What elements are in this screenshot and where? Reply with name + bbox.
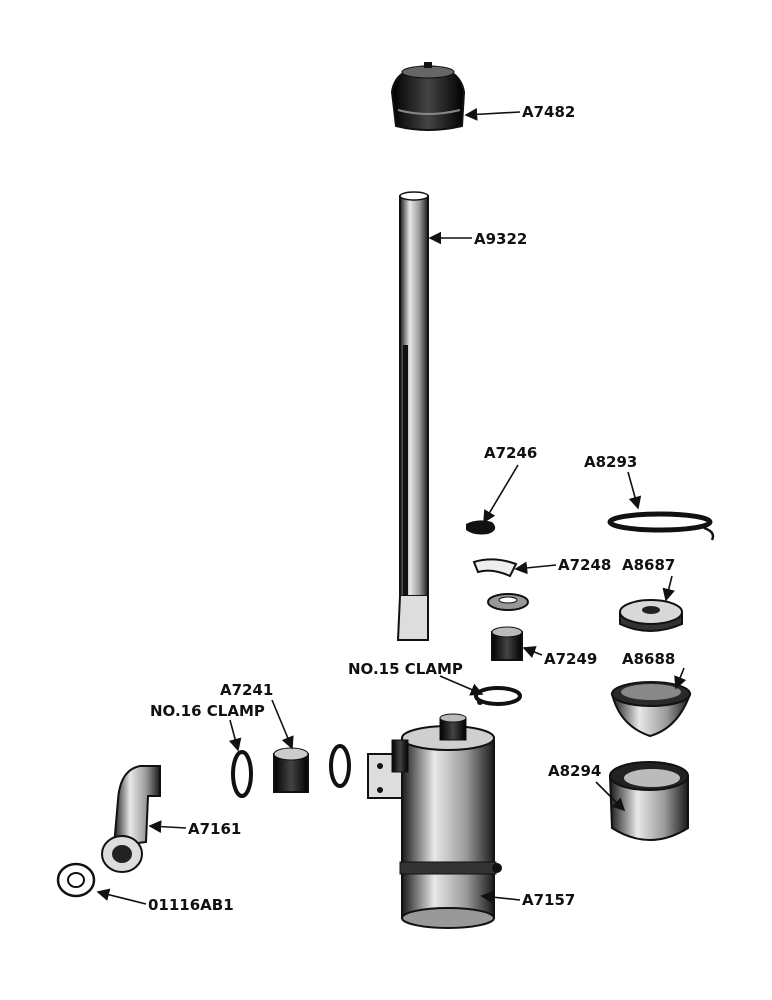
- label-clip-top: A7246: [484, 444, 537, 462]
- leader-line: [464, 107, 521, 121]
- leader-line: [439, 675, 484, 696]
- label-gasket: 01116AB1: [148, 896, 234, 914]
- leader-line: [271, 699, 294, 750]
- label-cleaner: A7157: [522, 891, 575, 909]
- bushing-part: [491, 626, 523, 661]
- sleeve-part: [273, 747, 309, 793]
- leader-line: [228, 719, 242, 752]
- label-bushing: A7249: [544, 650, 597, 668]
- label-bowl: A8688: [622, 650, 675, 668]
- label-clip-mid: A7248: [558, 556, 611, 574]
- cap-part: [390, 62, 466, 131]
- leader-line: [595, 781, 626, 812]
- label-elbow: A7161: [188, 820, 241, 838]
- elbow-part: [101, 765, 161, 873]
- clip-mid-part: [472, 558, 518, 578]
- label-cup: A8294: [548, 762, 601, 780]
- label-clamp16: NO.16 CLAMP: [150, 702, 265, 720]
- sleeve-clamp-part: [329, 744, 351, 788]
- bowl-part: [610, 681, 692, 738]
- cup-part: [608, 761, 689, 841]
- disc-part: [619, 599, 683, 632]
- leader-line: [627, 471, 642, 510]
- clamp15-part: [474, 686, 522, 706]
- collar-part: [487, 593, 529, 611]
- label-pipe: A9322: [474, 230, 527, 248]
- label-cap: A7482: [522, 103, 575, 121]
- gasket-part: [56, 862, 96, 898]
- leader-line: [522, 646, 543, 659]
- label-disc: A8687: [622, 556, 675, 574]
- leader-line: [96, 888, 147, 905]
- leader-line: [483, 464, 519, 524]
- gasket-ring-part: [607, 511, 715, 541]
- cleaner-part: [367, 713, 502, 929]
- clamp16-part: [231, 750, 253, 798]
- pipe-part: [396, 191, 429, 641]
- label-gasket-ring: A8293: [584, 453, 637, 471]
- label-clamp15: NO.15 CLAMP: [348, 660, 463, 678]
- leader-line: [480, 890, 521, 904]
- leader-line: [514, 561, 557, 575]
- leader-line: [662, 575, 675, 602]
- label-sleeve: A7241: [220, 681, 273, 699]
- leader-line: [148, 820, 187, 834]
- leader-line: [674, 667, 687, 690]
- clip-top-part: [466, 520, 496, 535]
